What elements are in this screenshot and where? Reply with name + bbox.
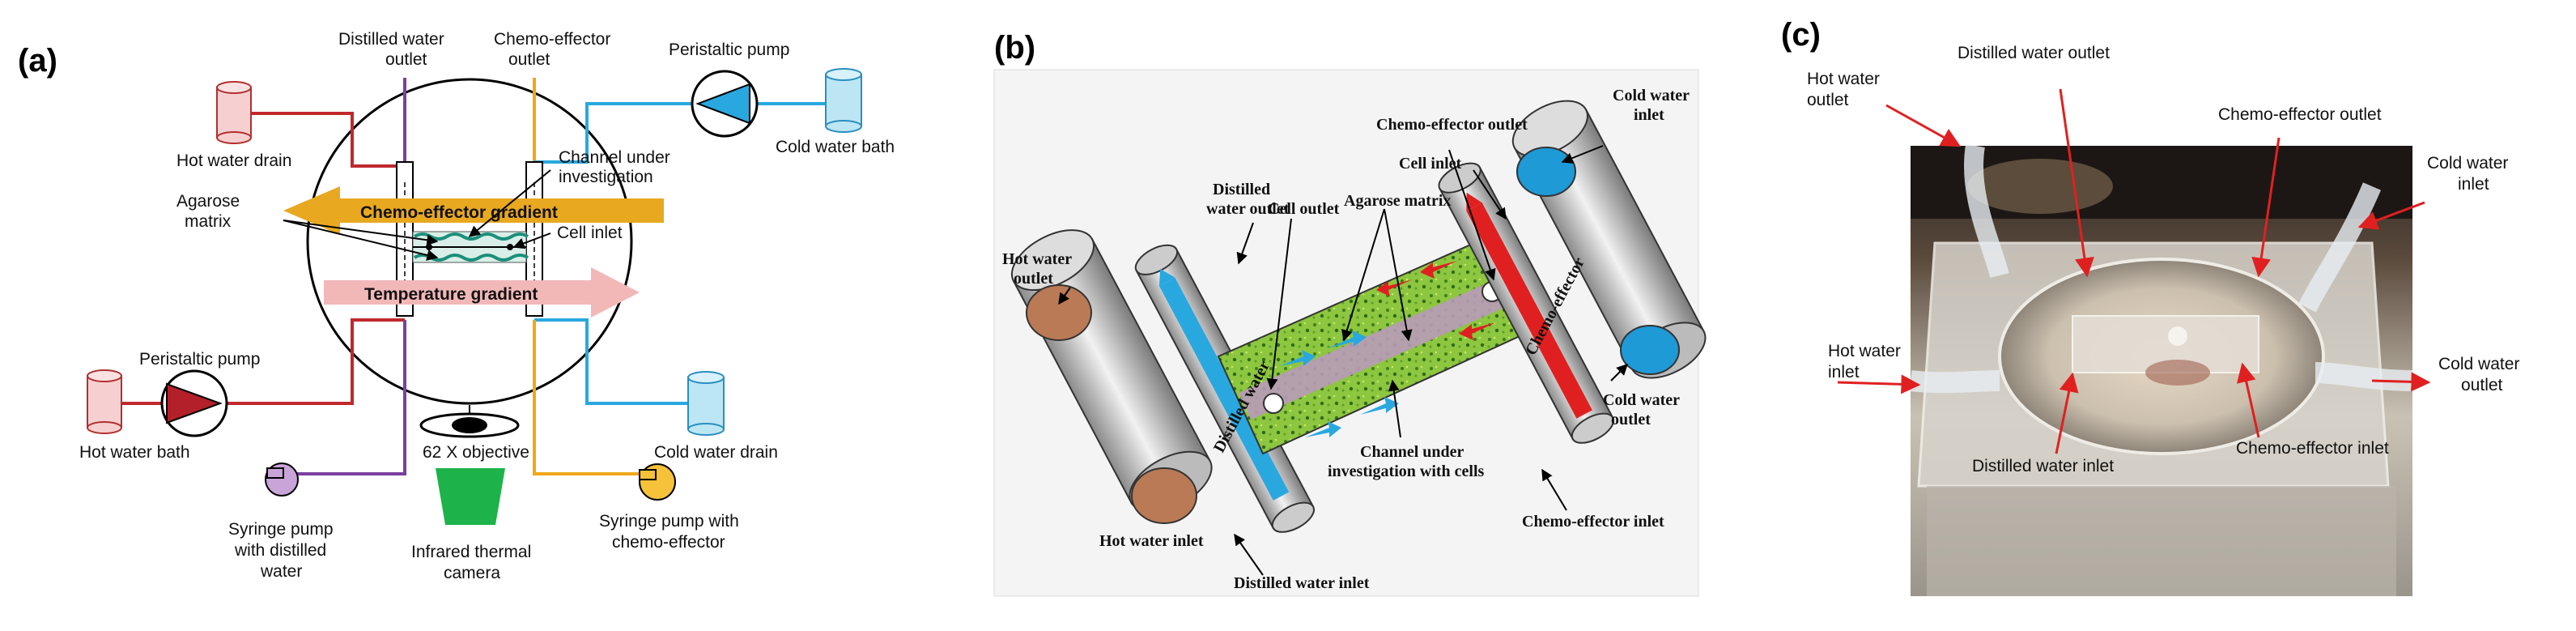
cell-outlet-label: Cell outlet [1268, 200, 1340, 218]
panel-c-letter: (c) [1781, 17, 1821, 53]
hot-pump-to-chamber-line [227, 318, 405, 405]
chamber-circle [306, 78, 633, 405]
cell-channel [1239, 271, 1526, 420]
tube-cold-inlet [2298, 182, 2382, 313]
chemo-outlet-label-1: Chemo-effector [494, 30, 610, 49]
agarose-matrix-label: Agarose matrix [1344, 192, 1451, 210]
distilled-inlet-line [295, 320, 406, 475]
tube-hot-outlet [1963, 144, 2009, 279]
cold-outlet-label-2: outlet [1611, 411, 1651, 428]
pump-triangle-top [695, 83, 750, 125]
cell-outlet-port [1263, 393, 1284, 414]
temperature-gradient-arrow [324, 267, 640, 318]
peristaltic-pump-top-label: Peristaltic pump [669, 41, 789, 59]
camera-label-1: Infrared thermal [411, 543, 531, 561]
distilled-outlet-label-2: outlet [385, 50, 427, 69]
chemo-inlet-label: Chemo-effector inlet [2236, 439, 2389, 458]
distilled-inlet-label: Distilled water inlet [1972, 457, 2114, 475]
hot-outlet-label-2: outlet [1807, 91, 1849, 109]
chemo-outlet-label: Chemo-effector outlet [1376, 116, 1528, 134]
agarose-label-2: matrix [185, 212, 232, 231]
cold-inlet-label-2: inlet [1634, 106, 1664, 124]
hot-outlet-label-1: Hot water [1807, 70, 1880, 88]
hot-water-bath-label: Hot water bath [79, 443, 190, 462]
hot-outlet-label-2: outlet [1014, 270, 1053, 288]
panel-b-letter: (b) [994, 30, 1035, 66]
cold-water-bath-label: Cold water bath [776, 138, 895, 156]
panel-c: (c) Hot water outlet Distilled water out… [1781, 17, 2519, 596]
cell-inlet-label: Cell inlet [1399, 155, 1462, 173]
flow-arrows-blue [1279, 330, 1399, 437]
chemo-outlet-label: Chemo-effector outlet [2218, 105, 2382, 124]
agarose-label-1: Agarose [176, 192, 240, 211]
infrared-camera [436, 468, 505, 525]
channel-label-1: Channel under [559, 148, 670, 167]
pump-triangle-bottom [166, 382, 223, 424]
syringe-chemo-label-2: chemo-effector [612, 533, 725, 552]
channel-label-1: Channel under [1360, 443, 1464, 461]
temperature-gradient-label: Temperature gradient [364, 285, 538, 304]
syringe-distilled-label-2: with distilled [234, 541, 326, 560]
chemo-gradient-arrow [283, 186, 664, 235]
objective-label: 62 X objective [423, 443, 529, 462]
hot-water-drain-label: Hot water drain [176, 151, 291, 170]
cold-inlet-label-1: Cold water [1613, 87, 1690, 104]
chemo-inlet-label: Chemo-effector inlet [1522, 513, 1664, 531]
chemo-gradient-label: Chemo-effector gradient [360, 203, 558, 222]
cold-drain-line [534, 318, 688, 405]
hot-inlet-label-2: inlet [1828, 363, 1860, 382]
hot-inlet-label: Hot water inlet [1099, 532, 1204, 550]
cold-water-supply-line [534, 102, 692, 164]
distilled-outlet-label-2: water outlet [1206, 200, 1290, 218]
syringe-distilled-label-1: Syringe pump [228, 520, 334, 539]
channel-label-2: investigation [559, 168, 653, 186]
tube-hot-inlet [1909, 370, 2000, 394]
syringe-pump-distilled [265, 463, 299, 497]
camera-label-2: camera [444, 564, 500, 582]
syringe-distilled-label-3: water [260, 562, 302, 581]
hot-outlet-label-1: Hot water [1002, 250, 1072, 268]
hot-water-inlet-port [1131, 467, 1197, 524]
cold-water-inlet-port [1516, 147, 1576, 197]
hot-drain-line [251, 112, 405, 168]
syringe-pump-chemo [639, 463, 676, 501]
chemo-inlet-line [533, 320, 640, 475]
cold-water-bath [825, 68, 862, 133]
channel-label-2: investigation with cells [1328, 463, 1485, 480]
cold-outlet-label-1: Cold water [1603, 391, 1680, 409]
hot-inlet-label-1: Hot water [1828, 342, 1901, 360]
cold-outlet-label-2: outlet [2461, 376, 2503, 394]
distilled-inlet-label: Distilled water inlet [1234, 574, 1370, 592]
panel-b: (b) [993, 30, 1707, 597]
tube-cold-outlet [2315, 362, 2413, 391]
hot-water-bath-tank [87, 369, 122, 434]
syringe-chemo-label-1: Syringe pump with [599, 512, 739, 531]
distilled-outlet-label-1: Distilled water [338, 30, 444, 49]
cold-water-drain-label: Cold water drain [654, 443, 778, 462]
hot-water-outlet-port [1026, 284, 1092, 341]
cold-water-outlet-port [1620, 325, 1680, 375]
chemo-outlet-label-2: outlet [508, 50, 550, 69]
cold-water-drain-tank [687, 371, 725, 436]
distilled-outlet-label-1: Distilled [1213, 181, 1270, 198]
flow-arrows-red [1376, 261, 1496, 340]
peristaltic-pump-bottom-label: Peristaltic pump [139, 350, 260, 369]
hot-water-drain-tank [216, 81, 252, 144]
chemo-effector-channel [1438, 162, 1615, 444]
panel-a: (a) [18, 30, 895, 582]
cell-inlet-label: Cell inlet [557, 224, 623, 242]
panel-a-letter: (a) [18, 43, 57, 79]
cold-inlet-label-2: inlet [2458, 175, 2489, 194]
distilled-outlet-label: Distilled water outlet [1958, 44, 2110, 62]
cold-inlet-label-1: Cold water [2427, 154, 2508, 173]
cold-outlet-label-1: Cold water [2438, 355, 2519, 373]
